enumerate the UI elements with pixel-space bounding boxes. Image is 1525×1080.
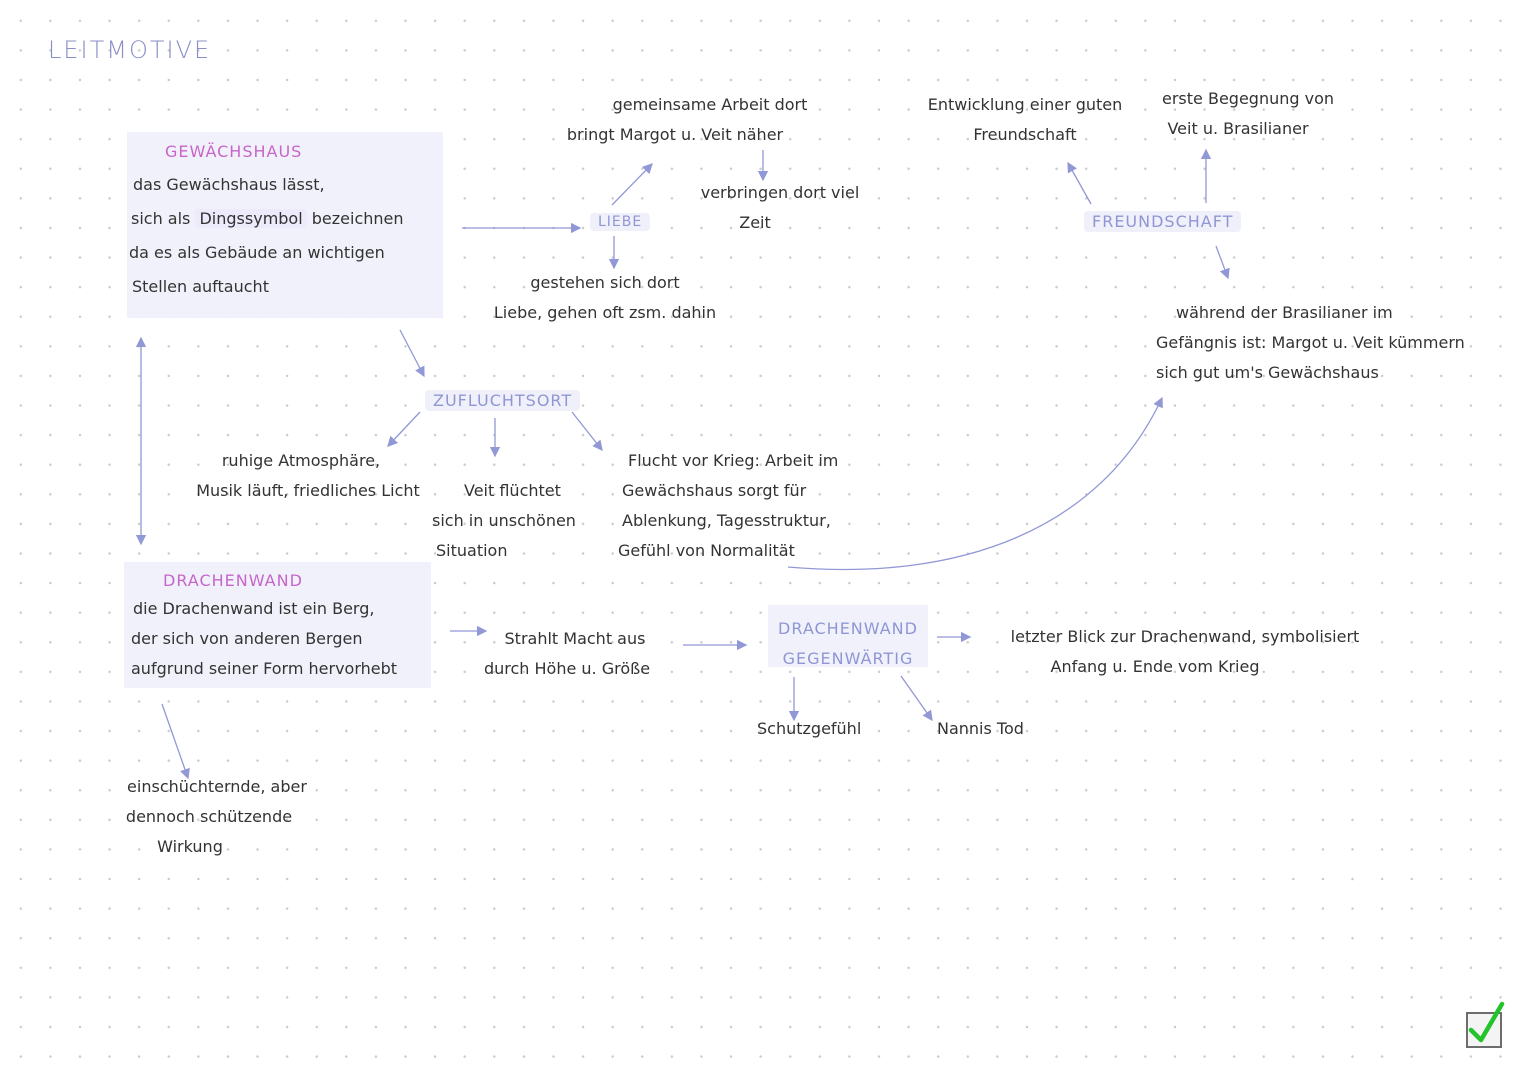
drachenwand-text-2: der sich von anderen Bergen (131, 629, 363, 648)
zufluchtsort-mid-line-1: Veit flüchtet (464, 481, 561, 500)
freundschaft-right-line-1: erste Begegnung von (1162, 89, 1334, 108)
drachenwand-text-1: die Drachenwand ist ein Berg, (133, 599, 375, 618)
liebe-right-line-2: Zeit (739, 213, 771, 232)
gewaechshaus-text-2: sich als Dingssymbol bezeichnen (131, 204, 404, 234)
dingssymbol-highlight: Dingssymbol (195, 209, 307, 228)
liebe-right-line-1: verbringen dort viel (700, 183, 860, 202)
zufluchtsort-mid-line-3: Situation (436, 541, 508, 560)
liebe-top-line-1: gemeinsame Arbeit dort (612, 95, 808, 114)
strahlt-line-1: Strahlt Macht aus (504, 629, 646, 648)
freundschaft-bottom-line-3: sich gut um's Gewächshaus (1156, 363, 1379, 382)
strahlt-text: Strahlt Macht aus durch Höhe u. Größe (462, 624, 672, 684)
zufluchtsort-right-line-1: Flucht vor Krieg: Arbeit im (628, 451, 839, 470)
freundschaft-left-line-1: Entwicklung einer guten (927, 95, 1123, 114)
gewaechshaus-text-2-post: bezeichnen (311, 209, 404, 228)
check-icon (1466, 1001, 1505, 1048)
gegenwaertig-right-text: letzter Blick zur Drachenwand, symbolisi… (980, 622, 1390, 682)
gegenwaertig-label: DRACHENWAND GEGENWÄRTIG (768, 614, 928, 674)
liebe-bottom-line-1: gestehen sich dort (530, 273, 680, 292)
zufluchtsort-mid-text: Veit flüchtet sich in unschönen Situatio… (432, 476, 602, 566)
gewaechshaus-text-4: Stellen auftaucht (132, 277, 269, 296)
liebe-top-text: gemeinsame Arbeit dort bringt Margot u. … (560, 90, 860, 150)
freundschaft-label: FREUNDSCHAFT (1084, 211, 1242, 232)
gegenwaertig-box (768, 605, 928, 667)
freundschaft-right-line-2: Veit u. Brasilianer (1167, 119, 1309, 138)
drachenwand-box (124, 562, 431, 688)
zufluchtsort-left-line-1: ruhige Atmosphäre, (221, 451, 381, 470)
drachenwand-effect-text: einschüchternde, aber dennoch schützende… (100, 772, 330, 862)
gewaechshaus-text-1: das Gewächshaus lässt, (133, 175, 325, 194)
liebe-bottom-text: gestehen sich dort Liebe, gehen oft zsm.… (480, 268, 730, 328)
freundschaft-right-text: erste Begegnung von Veit u. Brasilianer (1150, 84, 1346, 144)
freundschaft-bottom-line-1: während der Brasilianer im (1176, 303, 1393, 322)
gegenwaertig-label-line-2: GEGENWÄRTIG (782, 649, 914, 668)
zufluchtsort-left-line-2: Musik läuft, friedliches Licht (196, 481, 420, 500)
drachenwand-heading: DRACHENWAND (163, 571, 303, 590)
freundschaft-bottom-text: während der Brasilianer im Gefängnis ist… (1156, 298, 1476, 388)
zufluchtsort-left-text: ruhige Atmosphäre, Musik läuft, friedlic… (180, 446, 436, 506)
strahlt-line-2: durch Höhe u. Größe (483, 659, 651, 678)
drachenwand-effect-line-1: einschüchternde, aber (127, 777, 307, 796)
gegenwaertig-right-line-1: letzter Blick zur Drachenwand, symbolisi… (1010, 627, 1360, 646)
gewaechshaus-heading: GEWÄCHSHAUS (165, 142, 303, 161)
gegenwaertig-right-line-2: Anfang u. Ende vom Krieg (1050, 657, 1260, 676)
zufluchtsort-mid-line-2: sich in unschönen (432, 511, 576, 530)
drachenwand-effect-line-3: Wirkung (157, 837, 223, 856)
nannis-tod-text: Nannis Tod (937, 719, 1024, 738)
liebe-bottom-line-2: Liebe, gehen oft zsm. dahin (493, 303, 717, 322)
drachenwand-effect-line-2: dennoch schützende (125, 807, 293, 826)
zufluchtsort-right-line-2: Gewächshaus sorgt für (622, 481, 807, 500)
gewaechshaus-text-2-pre: sich als (131, 209, 191, 228)
schutzgefuehl-text: Schutzgefühl (757, 719, 862, 738)
liebe-top-line-2: bringt Margot u. Veit näher (566, 125, 784, 144)
liebe-right-text: verbringen dort viel Zeit (690, 178, 870, 238)
freundschaft-bottom-line-2: Gefängnis ist: Margot u. Veit kümmern (1156, 333, 1465, 352)
gegenwaertig-label-line-1: DRACHENWAND (778, 619, 918, 638)
page-title: LEITMOTIVE (48, 36, 212, 64)
liebe-label: LIEBE (590, 213, 651, 231)
freundschaft-left-line-2: Freundschaft (973, 125, 1077, 144)
zufluchtsort-label: ZUFLUCHTSORT (425, 390, 581, 411)
zufluchtsort-right-text: Flucht vor Krieg: Arbeit im Gewächshaus … (618, 446, 868, 566)
zufluchtsort-right-line-4: Gefühl von Normalität (618, 541, 795, 560)
drachenwand-text-3: aufgrund seiner Form hervorhebt (131, 659, 398, 678)
gewaechshaus-text-3: da es als Gebäude an wichtigen (129, 243, 385, 262)
freundschaft-left-text: Entwicklung einer guten Freundschaft (920, 90, 1130, 150)
zufluchtsort-right-line-3: Ablenkung, Tagesstruktur, (622, 511, 831, 530)
